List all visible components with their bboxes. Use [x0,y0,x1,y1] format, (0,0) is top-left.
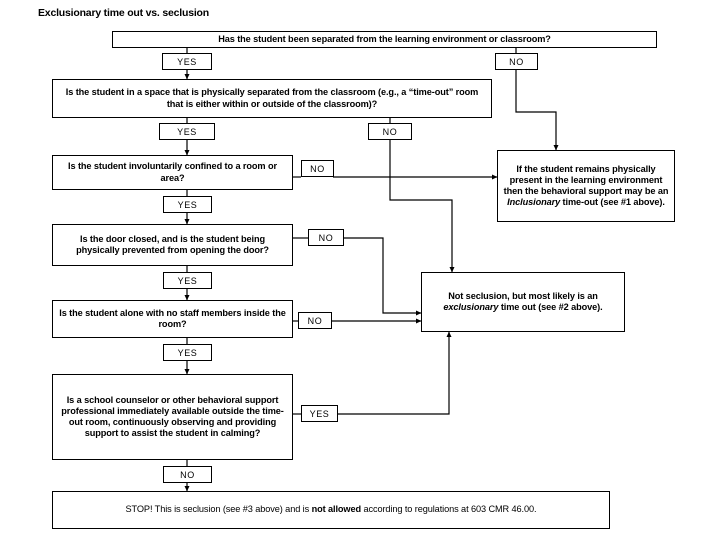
question-2-box[interactable]: Is the student in a space that is physic… [52,79,492,118]
edge-label-no-2-text: NO [382,126,398,137]
stop-seclusion-box[interactable]: STOP! This is seclusion (see #3 above) a… [52,491,610,529]
question-4-box[interactable]: Is the door closed, and is the student b… [52,224,293,266]
edge-label-yes-1[interactable]: YES [162,53,212,70]
edge-label-yes-5[interactable]: YES [163,344,212,361]
exclusionary-outcome-box[interactable]: Not seclusion, but most likely is an exc… [421,272,625,332]
edge-label-no-6[interactable]: NO [163,466,212,483]
edge-label-no-4-text: NO [318,232,334,243]
question-1-text: Has the student been separated from the … [218,33,551,44]
edge-label-no-1-text: NO [509,56,524,67]
edge-label-yes-6[interactable]: YES [301,405,338,422]
edge-label-no-5-text: NO [307,315,323,326]
question-1-box[interactable]: Has the student been separated from the … [112,31,657,48]
inclusionary-emphasis: Inclusionary [507,197,561,208]
edge-label-yes-4[interactable]: YES [163,272,212,289]
edge-label-yes-5-text: YES [177,347,198,358]
inclusionary-outcome-text: If the student remains physically presen… [503,164,669,209]
question-6-box[interactable]: Is a school counselor or other behaviora… [52,374,293,460]
edge-label-yes-2-text: YES [177,126,197,137]
inclusionary-outcome-box[interactable]: If the student remains physically presen… [497,150,675,222]
edge-label-yes-2[interactable]: YES [159,123,215,140]
exclusionary-outcome-text: Not seclusion, but most likely is an exc… [427,291,619,313]
question-3-box[interactable]: Is the student involuntarily confined to… [52,155,293,190]
stop-seclusion-text: STOP! This is seclusion (see #3 above) a… [58,504,604,515]
question-2-text: Is the student in a space that is physic… [65,87,479,109]
edge-label-yes-3-text: YES [177,199,198,210]
edge-label-no-3[interactable]: NO [301,160,334,177]
edge-label-no-1[interactable]: NO [495,53,538,70]
question-4-text: Is the door closed, and is the student b… [76,233,269,255]
exclusionary-text-part-2: time out (see #2 above). [498,302,603,312]
question-5-text: Is the student alone with no staff membe… [59,307,286,329]
edge-label-no-2[interactable]: NO [368,123,412,140]
stop-text-part-1: STOP! This is seclusion (see #3 above) a… [125,504,312,515]
edge-label-yes-4-text: YES [177,275,198,286]
stop-text-part-2: according to regulations at 603 CMR 46.0… [361,504,537,515]
question-5-box[interactable]: Is the student alone with no staff membe… [52,300,293,338]
exclusionary-emphasis: exclusionary [443,302,499,312]
inclusionary-text-part-1: If the student remains physically presen… [503,163,669,196]
question-3-text: Is the student involuntarily confined to… [68,161,277,183]
inclusionary-text-part-2: time-out (see #1 above). [560,197,665,208]
page-title: Exclusionary time out vs. seclusion [38,7,209,19]
edge-label-no-4[interactable]: NO [308,229,344,246]
edge-label-no-3-text: NO [310,163,325,174]
stop-text-emphasis: not allowed [311,504,362,515]
edge-label-yes-1-text: YES [177,56,197,67]
edge-label-yes-3[interactable]: YES [163,196,212,213]
edge-label-yes-6-text: YES [309,408,330,419]
edge-label-no-5[interactable]: NO [298,312,332,329]
question-6-text: Is a school counselor or other behaviora… [61,394,284,439]
exclusionary-text-part-1: Not seclusion, but most likely is an [448,290,598,301]
edge-label-no-6-text: NO [180,469,195,480]
